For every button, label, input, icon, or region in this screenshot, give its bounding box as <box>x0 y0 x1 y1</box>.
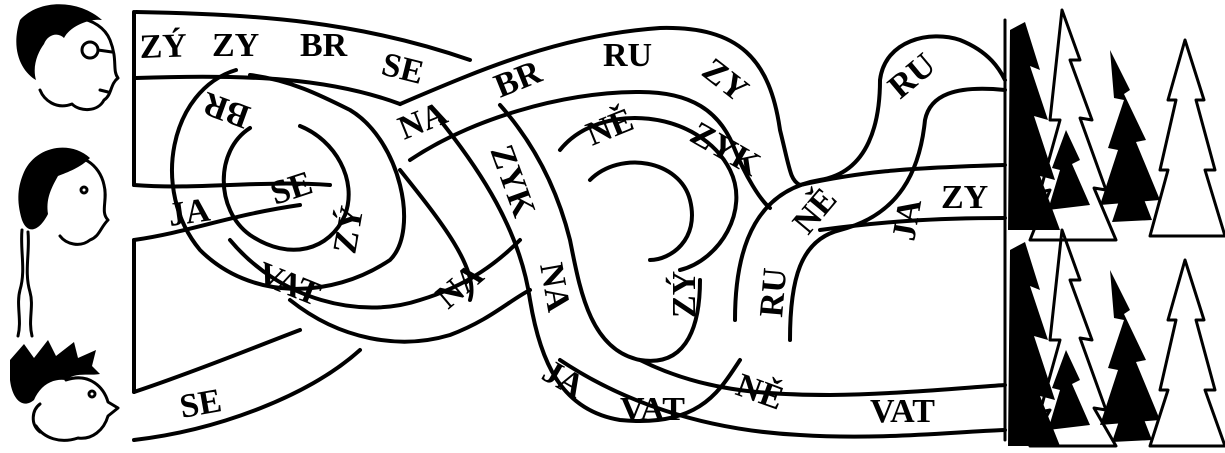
syllable: VAT <box>620 391 685 428</box>
bottom-road-syllables: SE <box>177 382 224 426</box>
syllable: BR <box>300 27 348 64</box>
syllable: SE <box>266 165 317 213</box>
syllable: RU <box>603 37 652 74</box>
pine-forest-icon <box>1008 10 1225 446</box>
syllable: SE <box>177 382 224 426</box>
syllable: VAT <box>252 255 326 314</box>
syllable: SE <box>378 46 427 92</box>
syllable: JA <box>885 196 929 244</box>
boy-with-glasses-head-icon <box>16 4 118 109</box>
syllable: NA <box>429 256 491 316</box>
syllable: ZÝ <box>139 27 187 66</box>
syllable: VAT <box>870 393 935 430</box>
syllable: JA <box>166 191 213 233</box>
syllable: ZYK <box>684 115 767 184</box>
top-loop-syllables: BR <box>197 84 254 135</box>
syllable: ZY <box>695 51 755 109</box>
syllable: RU <box>753 267 794 319</box>
syllable: BR <box>489 53 547 105</box>
syllable: ZÝ <box>326 203 371 256</box>
syllable: NĚ <box>731 366 788 418</box>
syllable: JA <box>536 353 591 406</box>
spiky-hair-kid-head-icon <box>10 340 118 440</box>
syllable: NA <box>532 260 577 315</box>
girl-with-braid-head-icon <box>18 148 108 336</box>
middle-loop-syllables: NĚ ZYK ZÝ RU NĚ JA ZY RU <box>581 46 988 318</box>
syllable: ZY <box>212 27 259 64</box>
syllable: BR <box>197 84 254 135</box>
syllable: ZÝ <box>666 271 703 318</box>
syllable: ZY <box>941 179 988 216</box>
syllable: NĚ <box>581 100 639 153</box>
